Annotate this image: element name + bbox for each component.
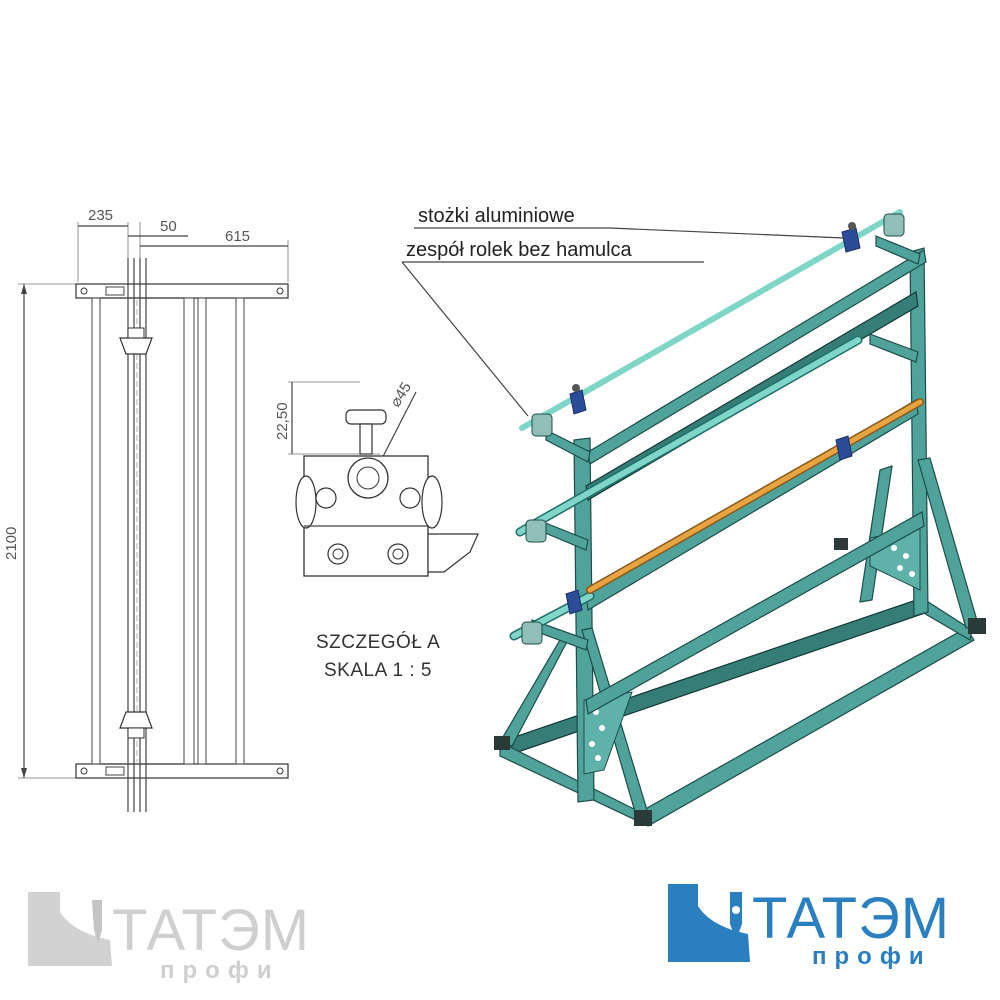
- logo-watermark: ТАТЭМ профи: [28, 892, 310, 984]
- logo-brand: ТАТЭМ профи: [668, 884, 950, 970]
- needle-icon: [730, 892, 742, 940]
- detail-a: 22,50 ⌀45 SZCZEGÓŁ A SKALA 1 : 5: [274, 379, 479, 681]
- front-view: 235 50 615 2100: [3, 207, 289, 812]
- rack-3d-view: [494, 209, 986, 827]
- top-dimensions: 235 50 615: [77, 207, 289, 282]
- height-dimension: 2100: [3, 283, 80, 779]
- dim-diameter-45: ⌀45: [387, 379, 415, 410]
- logo-main: ТАТЭМ: [752, 886, 950, 951]
- dim-615: 615: [225, 228, 250, 245]
- callouts: stożki aluminiowe zespół rolek bez hamul…: [401, 205, 845, 417]
- dim-50: 50: [160, 218, 177, 235]
- callout-cones: stożki aluminiowe: [418, 205, 575, 227]
- watermark-main: ТАТЭМ: [112, 898, 310, 963]
- dim-22-50: 22,50: [274, 402, 291, 440]
- front-frame: [75, 258, 289, 812]
- logo-sub: профи: [812, 943, 932, 970]
- detail-title: SZCZEGÓŁ A: [316, 631, 440, 653]
- boot-icon: [668, 884, 750, 962]
- needle-icon: [92, 900, 102, 944]
- boot-icon: [28, 892, 112, 966]
- dim-235: 235: [88, 207, 113, 224]
- callout-roller-set: zespół rolek bez hamulca: [406, 239, 633, 261]
- watermark-sub: профи: [160, 957, 280, 984]
- dim-2100: 2100: [3, 527, 20, 560]
- detail-scale: SKALA 1 : 5: [324, 660, 432, 681]
